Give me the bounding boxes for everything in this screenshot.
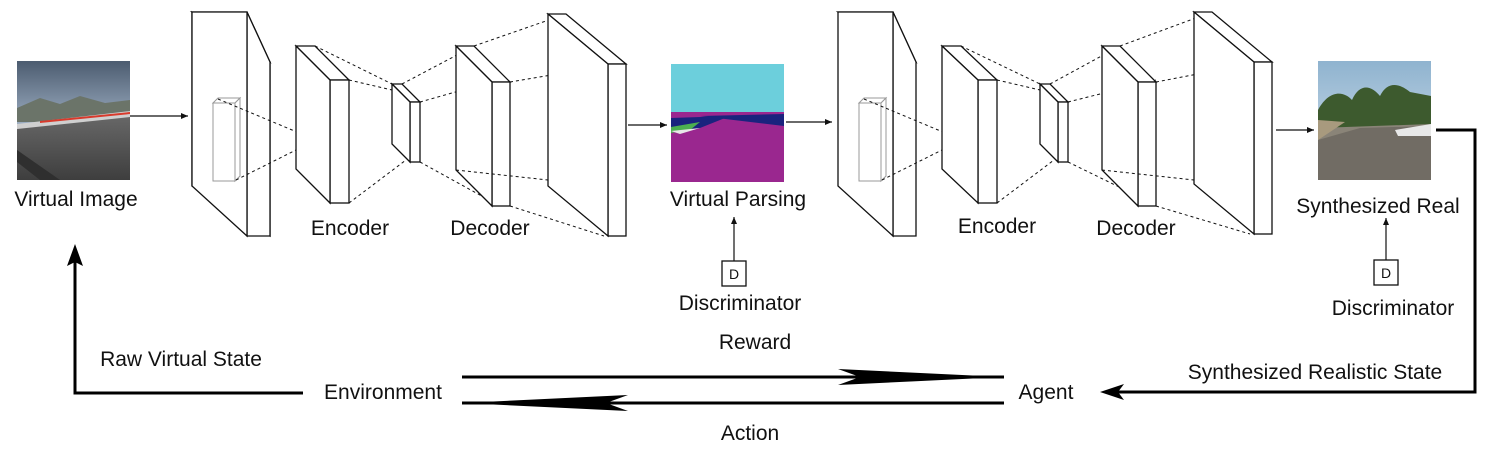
encoder-1-label: Encoder [311,217,389,240]
raw-virtual-state-arrow [67,244,303,395]
action-label: Action [721,422,779,445]
kernel-1 [211,96,242,183]
discriminator-2-box-label: D [1381,265,1391,281]
decoder-2-label: Decoder [1096,217,1175,240]
environment-label: Environment [324,381,442,404]
decoder-block-2 [1100,44,1158,208]
encoder-block-1 [294,44,351,205]
virtual-image [17,61,130,180]
raw-virtual-state-label: Raw Virtual State [100,348,262,371]
synthesized-state-arrow [1100,128,1477,400]
encoder-2-label: Encoder [958,215,1036,238]
discriminator-1-label: Discriminator [679,292,802,315]
output-slab-1 [546,12,628,238]
encoder-block-2 [940,44,999,205]
discriminator-2-box [1373,259,1399,286]
decoder-1-label: Decoder [450,217,529,240]
synthesized-real-image [1318,61,1431,180]
agent-to-env-arrow [462,395,1004,411]
output-slab-2 [1192,10,1274,236]
discriminator-1-box [721,260,747,287]
agent-label: Agent [1019,381,1074,404]
bottleneck-2 [1038,82,1070,164]
bottleneck-1 [390,82,422,164]
decoder-block-1 [454,44,512,208]
env-to-agent-arrow [462,369,1004,385]
synthesized-realistic-state-label: Synthesized Realistic State [1188,361,1442,384]
kernel-2 [857,96,888,183]
discriminator-2-label: Discriminator [1332,297,1455,320]
network-1 [189,10,628,238]
synthesized-real-label: Synthesized Real [1296,195,1459,218]
virtual-parsing-image [671,64,784,182]
virtual-parsing-label: Virtual Parsing [670,188,806,211]
discriminator-1-box-label: D [729,266,739,282]
network-2 [835,10,1274,238]
reward-label: Reward [719,331,791,354]
virtual-image-label: Virtual Image [14,188,137,211]
